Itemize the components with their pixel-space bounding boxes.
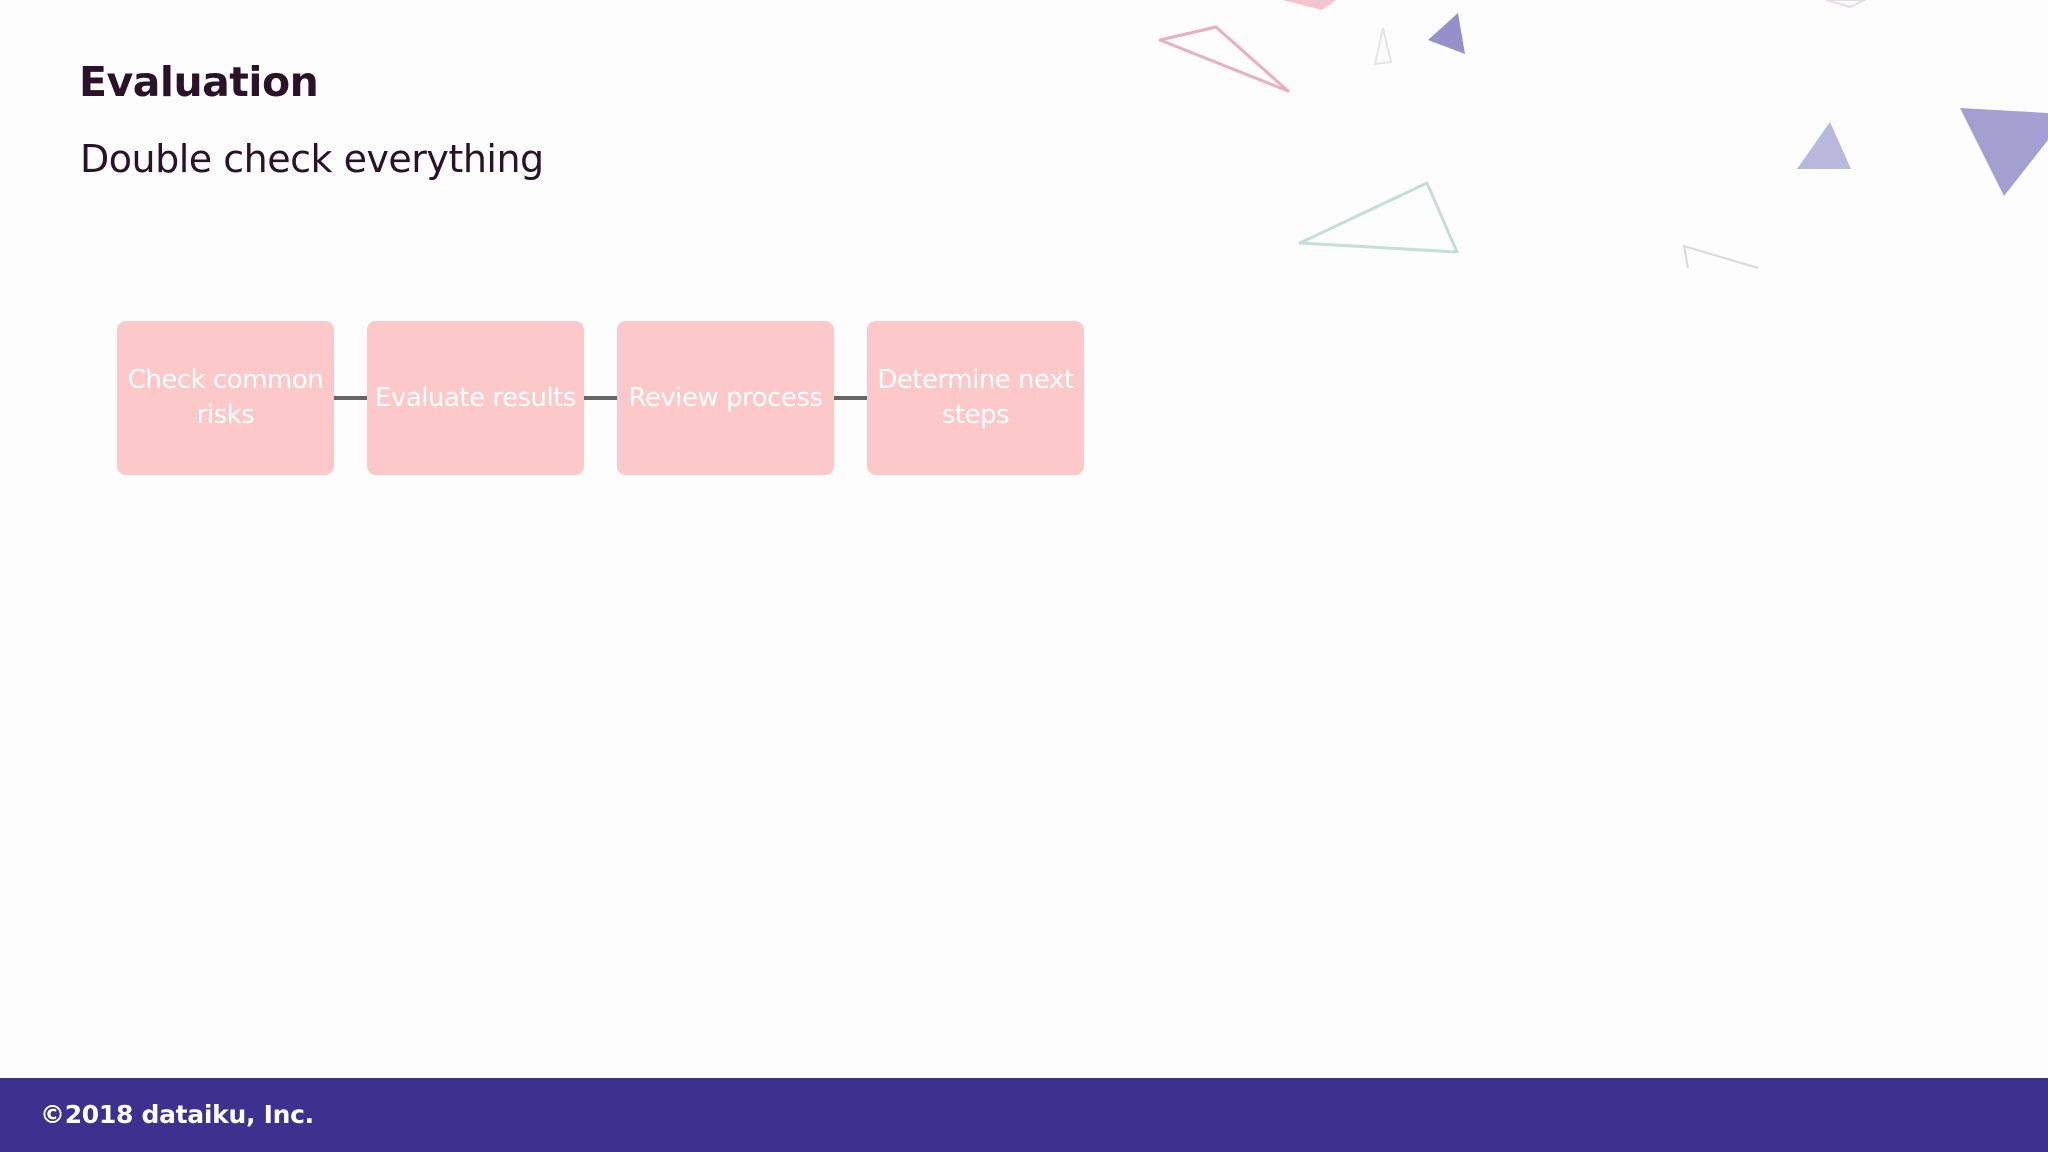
process-step-determine-next-steps: Determine next steps	[867, 321, 1084, 475]
slide-subtitle: Double check everything	[80, 137, 544, 181]
process-flow: Check common risks Evaluate results Revi…	[117, 321, 1084, 475]
connector-line-1	[326, 396, 371, 400]
slide-title: Evaluation	[79, 58, 319, 106]
connector-line-2	[576, 396, 621, 400]
process-step-evaluate-results: Evaluate results	[367, 321, 584, 475]
footer-bar: ©2018 dataiku, Inc.	[0, 1078, 2048, 1152]
process-step-check-common-risks: Check common risks	[117, 321, 334, 475]
connector-line-3	[826, 396, 871, 400]
copyright-text: ©2018 dataiku, Inc.	[40, 1100, 314, 1129]
process-step-review-process: Review process	[617, 321, 834, 475]
